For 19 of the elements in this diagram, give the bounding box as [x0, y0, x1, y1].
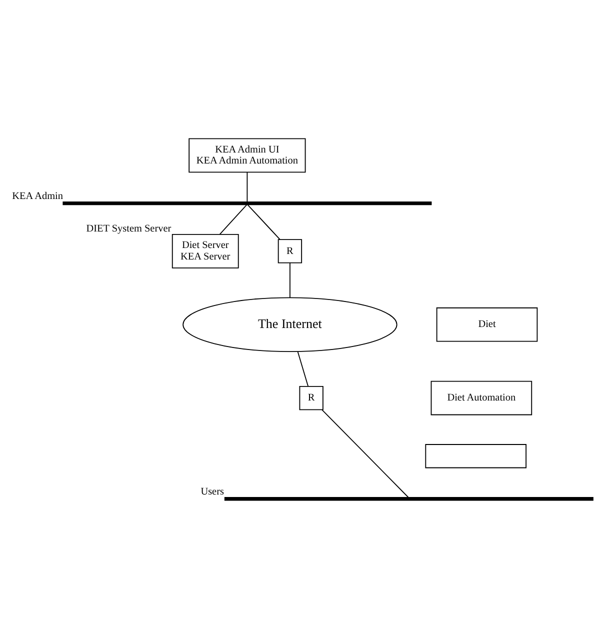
- node-box: Diet: [436, 307, 538, 342]
- node-box: R: [278, 239, 302, 264]
- node-bar: [224, 497, 594, 501]
- connector: [219, 204, 248, 235]
- node-label: Users: [200, 486, 224, 498]
- connector: [247, 204, 280, 240]
- connector: [246, 172, 248, 202]
- node-box: Diet Automation: [430, 380, 532, 416]
- node-bar: [62, 201, 432, 206]
- connector: [297, 351, 309, 387]
- node-label: DIET System Server: [86, 223, 172, 234]
- node-box: [425, 444, 526, 468]
- connector: [289, 262, 290, 298]
- connector: [322, 409, 409, 498]
- node-ellipse: The Internet: [182, 297, 398, 352]
- node-box: Diet Server KEA Server: [172, 234, 239, 268]
- node-label: KEA Admin: [12, 190, 64, 202]
- node-box: KEA Admin UI KEA Admin Automation: [188, 138, 306, 173]
- node-box: R: [299, 386, 324, 410]
